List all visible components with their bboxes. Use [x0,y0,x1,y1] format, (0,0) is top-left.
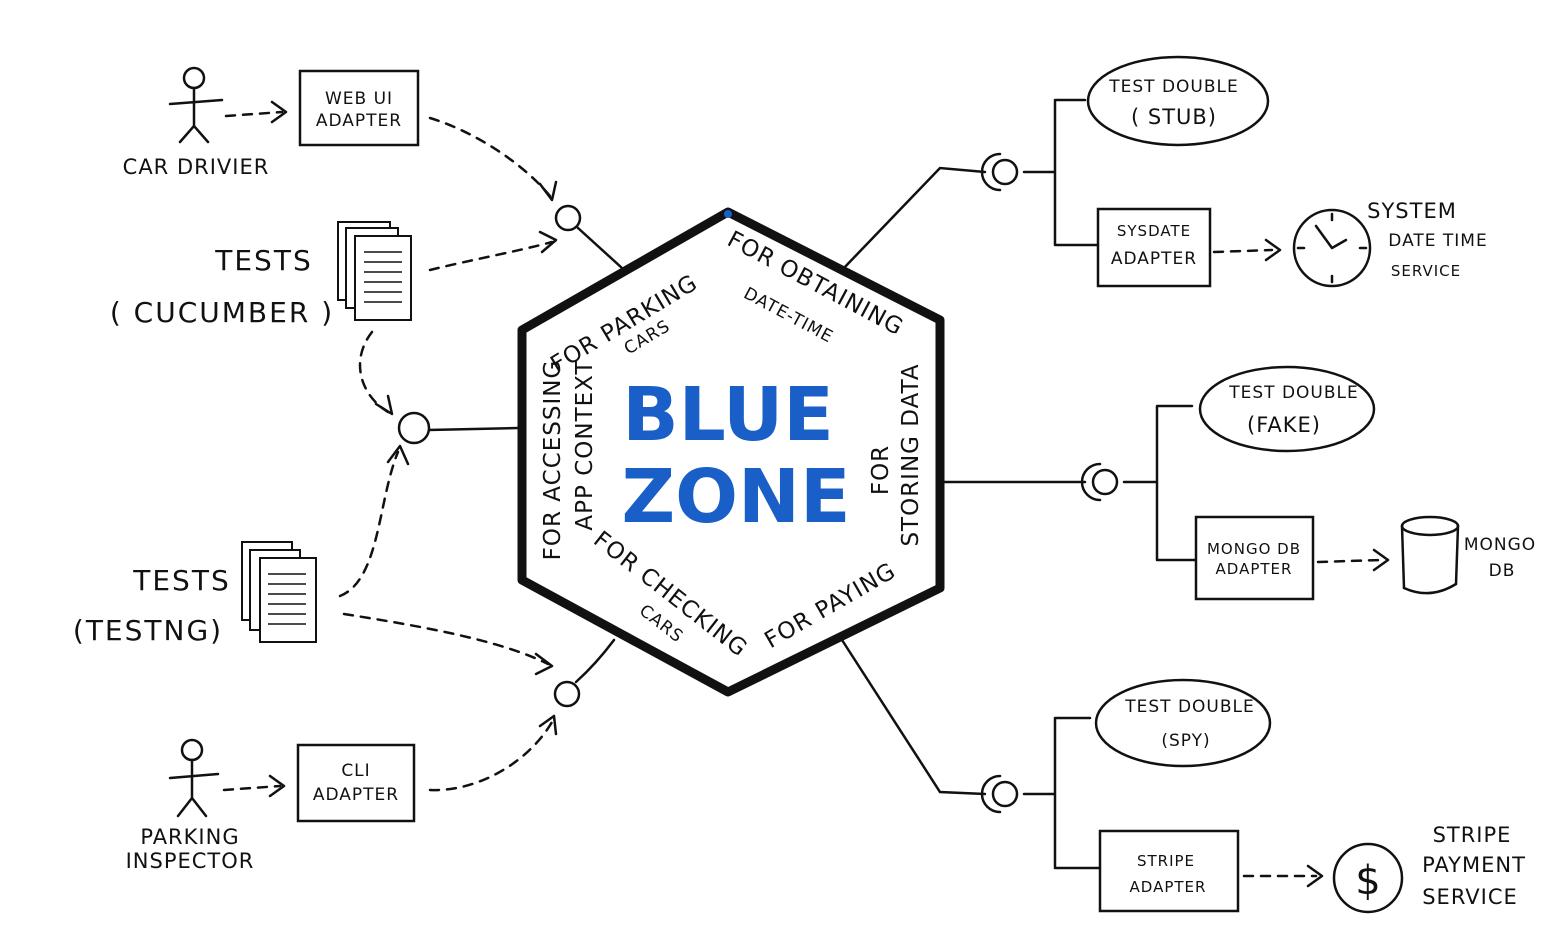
stripe-adapter-label-line2: ADAPTER [1130,878,1207,896]
port-socket-obtaining [991,158,1019,186]
test-double-spy-ellipse [1094,678,1272,768]
tests-testng-sublabel: (TESTNG) [73,614,223,647]
system-datetime-label-line2: DATE TIME [1388,231,1487,251]
documents-icon [241,541,317,643]
arrow-testng-to-accessing [338,450,400,598]
sysdate-adapter-label-line2: ADAPTER [1111,249,1197,269]
arrow-webui-to-parking [428,116,552,198]
test-double-stub-label-line1: TEST DOUBLE [1108,77,1239,97]
system-datetime-label-line1: SYSTEM [1367,199,1457,223]
arrowhead-cli-to-checking [538,714,558,736]
arrow-driver-to-webui [224,110,284,118]
parking-inspector-label-line1: PARKING [140,825,239,849]
port-circle-checking [553,680,581,708]
branch-paying [1022,716,1102,870]
port-accessing-label: FOR ACCESSING [540,360,566,561]
port-connector-paying [840,638,987,796]
database-cylinder-icon [1400,515,1460,595]
arrowhead-testng-to-checking [534,652,554,676]
test-double-stub-ellipse [1086,55,1270,147]
clock-icon [1292,208,1372,288]
documents-icon [337,221,412,321]
arrowhead-mongo-adapter-to-db [1372,548,1390,572]
arrow-testng-to-checking [342,612,550,666]
tests-testng-label: TESTS [132,564,230,597]
stripe-adapter-label-line1: STRIPE [1137,852,1195,870]
test-double-spy-label-line2: (SPY) [1161,731,1210,751]
person-icon [168,66,224,144]
arrowhead-cucumber-to-accessing [374,394,394,416]
arrow-cucumber-to-accessing [358,330,390,414]
port-accessing-sublabel: APP CONTEXT [572,359,598,530]
arrow-sysdate-to-clock [1212,248,1274,254]
branch-storing [1122,404,1198,562]
port-connector-checking [574,638,616,684]
port-socket-obtaining-arc [980,152,1002,192]
arrowhead-driver-to-webui [270,100,288,124]
cli-adapter-label-line1: CLI [341,761,370,781]
arrowhead-inspector-to-cli [268,774,286,798]
branch-obtaining [1022,98,1100,247]
mongo-adapter-box [1194,515,1315,601]
cli-adapter-box [296,743,416,823]
port-socket-storing-arc [1080,462,1102,502]
arrowhead-cucumber-to-parking [538,230,558,254]
parking-inspector-label-line2: INSPECTOR [126,849,255,873]
stripe-adapter-box [1098,829,1240,913]
mongo-db-label-line2: DB [1489,561,1516,581]
sysdate-adapter-box [1096,207,1212,288]
port-connector-obtaining [840,166,987,272]
test-double-spy-label-line1: TEST DOUBLE [1124,697,1255,717]
arrowhead-testng-to-accessing [386,444,410,466]
arrowhead-sysdate-to-clock [1264,238,1282,262]
port-storing-label: STORING DATA [898,363,924,546]
hexagon-vertex-dot [724,210,732,218]
web-ui-adapter-box [298,69,420,147]
port-socket-storing [1091,468,1119,496]
port-circle-accessing [397,411,431,445]
mongo-adapter-label-line1: MONGO DB [1207,540,1301,558]
tests-cucumber-sublabel: ( CUCUMBER ) [110,296,334,329]
tests-cucumber-label: TESTS [214,244,312,277]
dollar-icon: $ [1332,842,1404,914]
port-connector-parking [576,226,624,270]
arrowhead-webui-to-parking [538,180,558,202]
stripe-service-label-line2: PAYMENT [1422,853,1526,877]
port-socket-paying-arc [980,774,1002,814]
arrow-cucumber-to-parking [428,240,554,272]
blue-zone-title-line1: BLUE [622,372,834,458]
port-socket-paying [991,780,1019,808]
arrow-cli-to-checking [428,720,554,792]
sysdate-adapter-label-line1: SYSDATE [1117,222,1191,240]
person-icon [168,738,220,818]
arrowhead-stripe-adapter-to-service [1306,864,1324,888]
web-ui-adapter-label-line2: ADAPTER [316,111,402,131]
stripe-service-label-line1: STRIPE [1433,823,1512,847]
test-double-fake-ellipse [1198,365,1376,453]
blue-zone-hexagon [517,207,945,697]
mongo-adapter-label-line2: ADAPTER [1216,560,1293,578]
test-double-fake-label-line2: (FAKE) [1247,413,1321,437]
arrow-mongo-adapter-to-db [1316,558,1382,564]
port-storing-label-for: FOR [868,445,894,495]
stripe-service-label-line3: SERVICE [1422,885,1518,909]
system-datetime-label-line3: SERVICE [1391,262,1461,280]
port-connector-accessing [426,426,520,432]
blue-zone-title-line2: ZONE [621,454,850,540]
test-double-fake-label-line1: TEST DOUBLE [1228,383,1359,403]
test-double-stub-label-line2: ( STUB) [1131,105,1217,129]
dollar-glyph: $ [1355,858,1380,904]
mongo-db-label-line1: MONGO [1464,535,1536,555]
web-ui-adapter-label-line1: WEB UI [325,89,393,109]
car-driver-label: CAR DRIVIER [123,155,270,179]
cli-adapter-label-line2: ADAPTER [313,785,399,805]
port-circle-parking [554,204,582,232]
arrow-inspector-to-cli [222,784,282,792]
